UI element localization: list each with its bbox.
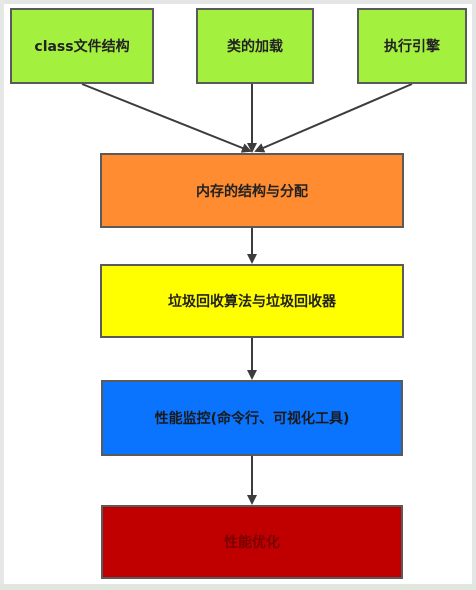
gc-algorithms-label: 垃圾回收算法与垃圾回收器 (168, 294, 336, 310)
class-file-structure-box: class文件结构 (10, 8, 154, 84)
performance-optimization-label: 性能优化 (224, 535, 280, 551)
arrow-class-to-memory (81, 83, 252, 153)
class-file-structure-label: class文件结构 (34, 39, 130, 55)
performance-optimization-box: 性能优化 (101, 505, 403, 579)
memory-structure-label: 内存的结构与分配 (196, 183, 308, 200)
performance-monitoring-label: 性能监控(命令行、可视化工具) (154, 411, 350, 427)
execution-engine-box: 执行引擎 (357, 8, 467, 84)
bottom-border (0, 584, 476, 590)
performance-monitoring-box: 性能监控(命令行、可视化工具) (101, 380, 403, 456)
left-border (0, 0, 4, 590)
class-loading-label: 类的加载 (227, 39, 283, 55)
gc-algorithms-box: 垃圾回收算法与垃圾回收器 (100, 264, 404, 338)
class-loading-box: 类的加载 (196, 8, 314, 84)
memory-structure-box: 内存的结构与分配 (100, 153, 404, 228)
arrow-engine-to-memory (254, 83, 413, 153)
execution-engine-label: 执行引擎 (384, 39, 440, 55)
